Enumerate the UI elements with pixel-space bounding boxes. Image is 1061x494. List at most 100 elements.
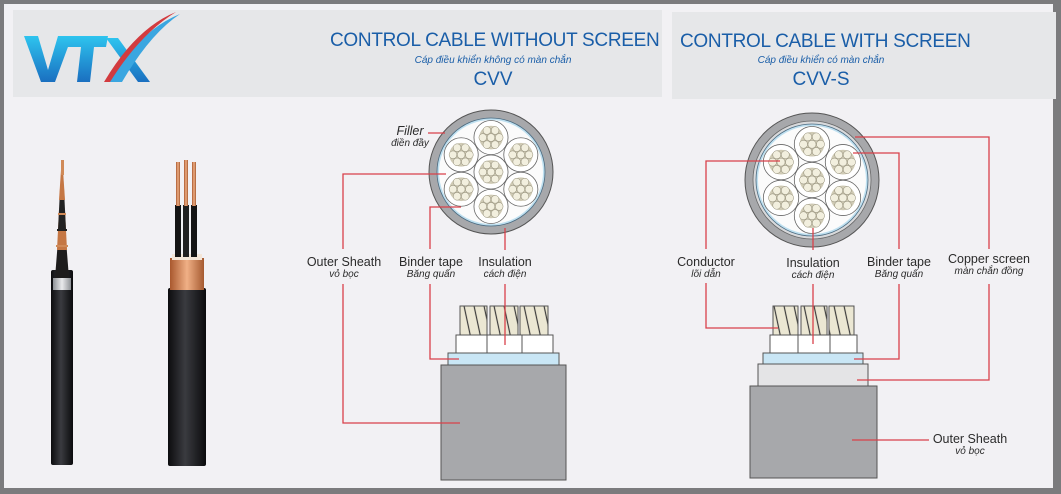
label-binder-tape-en: Binder tape [867, 255, 931, 269]
conductor-strand [842, 186, 852, 195]
conductor-strand [838, 157, 848, 167]
conductor-strand [811, 204, 821, 213]
label-insulation-en: Insulation [478, 255, 532, 269]
conductor-strand [461, 143, 470, 152]
label-insulation-cvv: Insulation cách điện [474, 255, 536, 281]
conductor-strand [799, 175, 808, 185]
label-insulation-cvv-s: Insulation cách điện [782, 256, 844, 282]
label-outer-sheath-en: Outer Sheath [306, 255, 382, 269]
label-binder-tape-en: Binder tape [399, 255, 463, 269]
insulated-core [503, 137, 539, 173]
conductor-strand [495, 202, 504, 211]
insulated-core [824, 144, 862, 181]
conductor-strand [482, 126, 492, 135]
conductor-strand [811, 132, 821, 142]
panel-subtitle-cvv: Cáp điều khiển không có màn chắn [414, 55, 572, 66]
copper-screen-block [757, 363, 869, 387]
conductor-strand [811, 168, 821, 177]
label-binder-tape-vi: Băng quấn [874, 269, 924, 280]
leader-binder2-bottom [854, 284, 900, 360]
insulated-core [762, 179, 800, 216]
conductor-strand [516, 185, 525, 194]
conductor-strand [803, 147, 813, 156]
conductor-strand [452, 157, 462, 167]
binder-tape-block [447, 352, 560, 366]
insulated-core [473, 188, 509, 224]
panel-code-cvv-s: CVV-S [792, 69, 850, 90]
label-insulation-vi: cách điện [483, 269, 527, 280]
stripped-end-cvv-s [749, 305, 878, 479]
label-binder-tape-cvv: Binder tape Băng quấn [394, 255, 468, 281]
conductor-strand [520, 177, 530, 187]
insulated-core [503, 171, 539, 207]
conductor-strand [490, 209, 500, 218]
leader-copper-bottom [857, 284, 990, 381]
conductor-strand [842, 165, 852, 174]
conductor-strand [520, 192, 530, 201]
conductor-strand [478, 167, 487, 177]
label-filler: Filler điền đầy [380, 124, 440, 150]
conductor-strand [482, 140, 492, 149]
conductor-strand [830, 157, 839, 167]
insulated-core [473, 120, 509, 156]
insulated-core [762, 144, 800, 181]
cross-section-cvv-s [744, 112, 880, 248]
conductor-strand [776, 157, 786, 167]
insulated-core [793, 126, 831, 163]
label-binder-tape-vi: Băng quấn [406, 269, 456, 280]
outer-sheath-block [440, 364, 567, 481]
leader-copper-top [855, 136, 990, 249]
label-insulation-vi: cách điện [791, 270, 835, 281]
conductor-strand [816, 211, 825, 221]
panel-title-cvv-s: CONTROL CABLE WITH SCREEN [680, 31, 971, 52]
label-binder-tape-cvv-s: Binder tape Băng quấn [862, 255, 936, 281]
leader-outer-sheath-top [342, 173, 446, 249]
conductor-strand [508, 185, 517, 194]
insulated-core [793, 197, 831, 234]
conductor-strand [461, 192, 470, 201]
conductor-strand [803, 218, 813, 228]
conductor-strand [780, 186, 790, 195]
conductor-strand [452, 192, 462, 201]
conductor-strand [799, 139, 808, 149]
leader-conductor-top [705, 160, 780, 249]
label-conductor-en: Conductor [677, 255, 735, 269]
label-outer-sheath-cvv: Outer Sheath vỏ bọc [303, 255, 385, 281]
conductor-strand [785, 193, 794, 203]
cross-section-cvv [428, 109, 554, 235]
insulated-core [473, 154, 509, 190]
leader-binder-top [429, 206, 461, 249]
label-copper-screen-cvv-s: Copper screen màn chắn đồng [944, 252, 1034, 278]
conductor-strand [807, 139, 817, 149]
label-conductor-cvv-s: Conductor lõi dẫn [672, 255, 740, 281]
conductor-strand [780, 165, 790, 174]
binder-tape-block [762, 352, 864, 365]
conductor-strand [807, 175, 817, 185]
conductor-strand [842, 150, 852, 160]
conductor-strand [816, 175, 825, 185]
conductor-strand [490, 195, 500, 204]
conductor-strand [465, 185, 474, 194]
leader-outer-sheath-bottom [342, 284, 460, 424]
insulated-core [824, 179, 862, 216]
conductor-strand [490, 160, 500, 170]
conductor-strand [811, 218, 821, 228]
conductor-strand [482, 174, 492, 184]
conductor-strand [834, 200, 844, 210]
conductor-strand [482, 209, 492, 218]
label-conductor-vi: lõi dẫn [691, 269, 721, 280]
conductor-strand [811, 147, 821, 156]
label-outer-sheath-en: Outer Sheath [932, 432, 1008, 446]
conductor-strand [830, 193, 839, 203]
conductor-strand [478, 133, 487, 142]
outer-sheath-block [749, 385, 878, 479]
conductor-strand [834, 165, 844, 174]
conductor-strand [768, 157, 777, 167]
conductor-strand [461, 157, 470, 167]
panel-code-cvv: CVV [473, 69, 513, 90]
leader-lines [342, 132, 990, 441]
stripped-end-cvv [440, 305, 567, 481]
label-copper-screen-vi: màn chắn đồng [954, 266, 1024, 277]
conductor-strand [799, 211, 808, 221]
